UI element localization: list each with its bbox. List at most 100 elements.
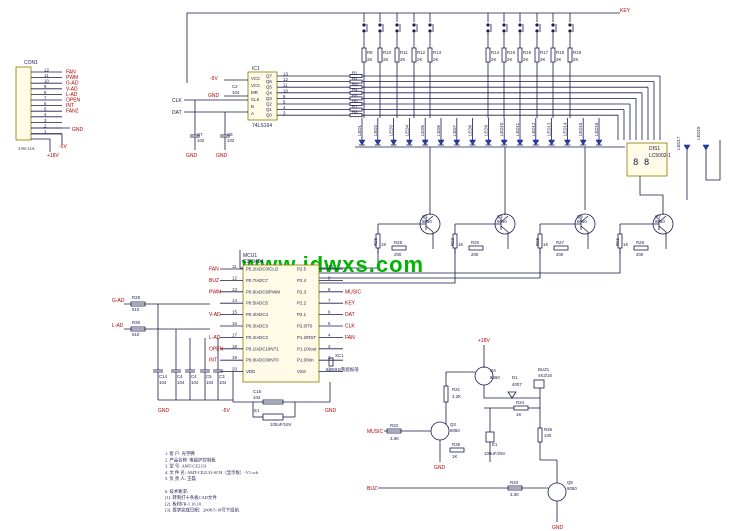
ic1-right-pin-number: 5 bbox=[283, 100, 286, 105]
ic1-gnd: GND bbox=[208, 93, 220, 99]
audio-q3: Q3 bbox=[450, 422, 456, 427]
ic1-right-pin: Q5 bbox=[266, 85, 272, 90]
key-resistor-name: R17 bbox=[540, 50, 549, 55]
ic1-title: IC1 bbox=[252, 66, 260, 72]
audio-r31v: 3.3K bbox=[452, 394, 461, 399]
audio-r35: R35 bbox=[452, 442, 461, 447]
key-resistor-value: 2K bbox=[540, 57, 545, 62]
mcu-left-pin-number: 13 bbox=[232, 287, 237, 292]
display-name: DIS1 bbox=[649, 146, 660, 152]
ic1-body bbox=[247, 71, 278, 121]
transistor-collector bbox=[500, 215, 509, 223]
connector-pin-net: FAN2 bbox=[66, 109, 79, 115]
key-resistor-value: 2K bbox=[556, 57, 561, 62]
mcu-xtal: XC1 bbox=[335, 353, 344, 358]
mcu-v5: -5V bbox=[222, 408, 230, 414]
led-label: LED13 bbox=[547, 122, 552, 136]
connector-v5-wire bbox=[31, 133, 63, 144]
mcu-r29: R29 bbox=[132, 295, 141, 300]
mcu-left-pin-number: 16 bbox=[232, 321, 237, 326]
key-switch-icon bbox=[412, 29, 416, 33]
mcu-xtalv: 8.0MHz陶瓷振荡 bbox=[326, 366, 359, 373]
audio-gnd2: GND bbox=[552, 525, 564, 531]
connector-pin-net: V-AD bbox=[66, 86, 78, 92]
cap-name: C4 bbox=[177, 374, 183, 379]
key-resistor-value: 2K bbox=[523, 57, 528, 62]
transistor-collector bbox=[658, 215, 667, 223]
cap-value: 104 bbox=[206, 380, 214, 385]
audio-r34: R34 bbox=[516, 400, 525, 405]
mcu-right-pin-name: P2.4 bbox=[297, 278, 307, 283]
audio-e1: E1 bbox=[492, 442, 498, 447]
audio-r32v: 3.3K bbox=[390, 436, 399, 441]
mcu-left-pin-number: 18 bbox=[232, 344, 237, 349]
ic1-right-pin: Q3 bbox=[266, 96, 272, 101]
mcu-left-pin-net: INT bbox=[209, 358, 217, 364]
mcu-gnd: GND bbox=[158, 408, 170, 414]
emitter-resistor-body bbox=[553, 245, 569, 251]
crystal-icon bbox=[328, 357, 334, 367]
ic1-dat-net: DAT bbox=[172, 110, 182, 116]
drive-wire bbox=[319, 248, 541, 279]
display-common-wire bbox=[639, 176, 664, 215]
key-resistor-name: R18 bbox=[556, 50, 565, 55]
led-icon bbox=[437, 139, 445, 146]
led-label: LED5 bbox=[420, 124, 425, 136]
connector-pin-net: OPEN bbox=[66, 98, 81, 104]
transistor-name: Q2 bbox=[497, 214, 503, 219]
ic1-part: 74LS164 bbox=[252, 123, 272, 129]
audio-r36: R36 bbox=[544, 427, 553, 432]
emitter-resistor-body bbox=[468, 245, 484, 251]
mcu-right-pin-number: 9 bbox=[328, 275, 331, 280]
ic1-c7v: 102 bbox=[197, 138, 205, 143]
connector-pin-number: 11 bbox=[44, 73, 49, 78]
led-label: LED2 bbox=[373, 124, 378, 136]
mcu-left-pin-name: P0.3/ADC3 bbox=[246, 324, 269, 329]
connector-v18-wire bbox=[31, 138, 51, 152]
led-icon bbox=[469, 139, 477, 146]
audio-q4v: 8550 bbox=[490, 375, 500, 380]
mcu-left-pin-name: P0.1/ADC1/INT1 bbox=[246, 346, 279, 351]
mcu-part: S3F9454 bbox=[243, 259, 264, 265]
led-label: LED12 bbox=[531, 122, 536, 136]
bus-resistor-name: R1 bbox=[352, 70, 358, 75]
bus-resistor-name: R8 bbox=[352, 110, 358, 115]
audio-d1v: 4007 bbox=[512, 382, 522, 387]
cap-value: 104 bbox=[159, 380, 167, 385]
ic1-gnd-c8: GND bbox=[216, 153, 228, 159]
cap-name: C14 bbox=[159, 374, 168, 379]
key-switch-icon bbox=[568, 23, 572, 27]
connector-title: CON1 bbox=[24, 60, 38, 66]
mcu-right-pin-number: 7 bbox=[328, 298, 331, 303]
ic1-c2: C2 bbox=[232, 84, 238, 89]
mcu-right-pin-name: P1.2/RST bbox=[297, 335, 316, 340]
led-label: LED9 bbox=[483, 124, 488, 136]
mcu-e1: E1 bbox=[254, 408, 260, 413]
led17-icon bbox=[683, 144, 691, 151]
ic1-right-pin-number: 12 bbox=[283, 77, 288, 82]
connector-pin-net: FAN bbox=[66, 70, 76, 76]
led-label: LED7 bbox=[452, 124, 457, 136]
mcu-right-pin-name: P2.2 bbox=[297, 301, 307, 306]
key-resistor-name: R9 bbox=[367, 50, 373, 55]
ic1-c8: C8 bbox=[227, 132, 233, 137]
emitter-resistor-name: R25 bbox=[394, 240, 403, 245]
connector-pin-number: 2 bbox=[44, 123, 47, 128]
key-resistor-name: R19 bbox=[573, 50, 582, 55]
key-switch-icon bbox=[412, 23, 416, 27]
audio-q3v: 8050 bbox=[450, 428, 460, 433]
bus-resistor-name: R3 bbox=[352, 82, 358, 87]
seven-segment-display: DIS1 LC5002-1 8 8 LED17 LED18 bbox=[626, 126, 721, 200]
key-resistor-body bbox=[377, 47, 383, 63]
base-resistor-name: R29 bbox=[450, 237, 455, 246]
mcu-left-pin-name: P0.6/ADC6/PWM bbox=[246, 289, 280, 294]
connector-pin-number: 9 bbox=[44, 84, 47, 89]
transistor-part: 8050 bbox=[655, 219, 665, 224]
key-resistor-name: R11 bbox=[400, 50, 408, 55]
note-line: [3]. 要求完成日期：2008-5-18号下班前. bbox=[165, 507, 240, 514]
mcu-left-pin-name: P0.4/ADC4 bbox=[246, 312, 269, 317]
